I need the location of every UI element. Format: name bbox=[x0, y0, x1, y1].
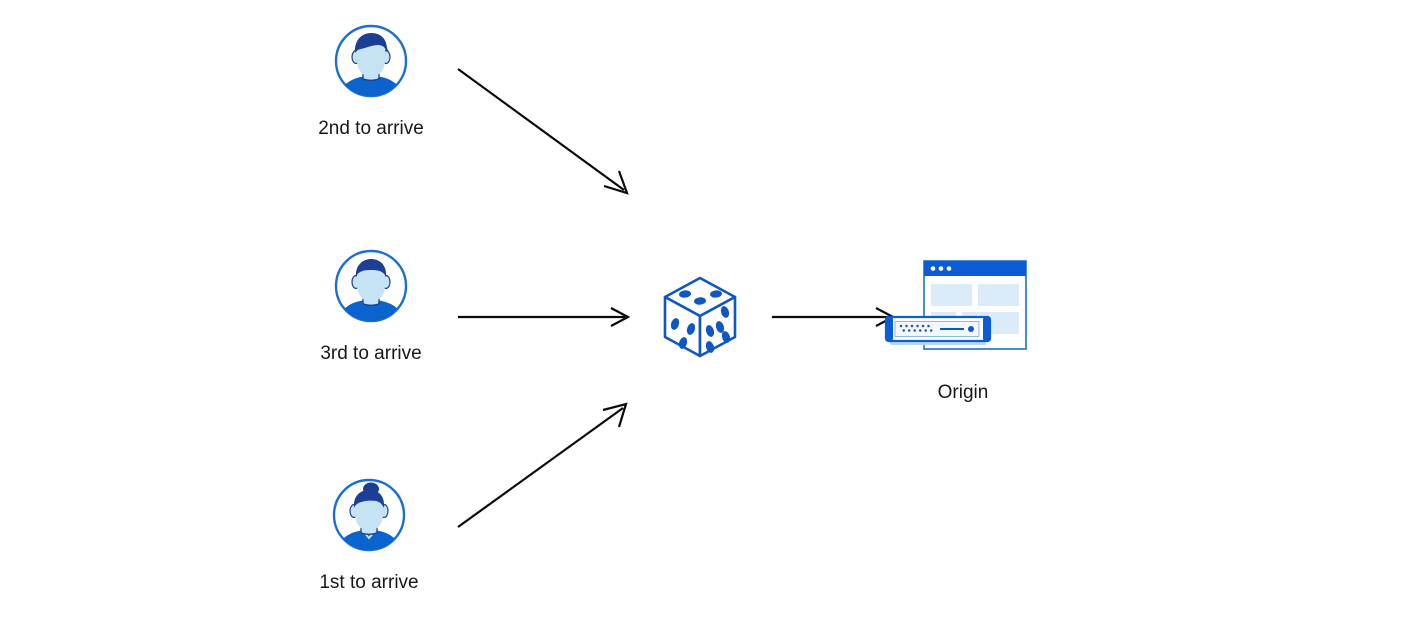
origin-server-icon bbox=[878, 255, 1048, 370]
client-label-2nd: 2nd to arrive bbox=[318, 118, 424, 139]
user-avatar-icon bbox=[330, 476, 408, 559]
origin-label: Origin bbox=[937, 382, 989, 403]
client-label-3rd: 3rd to arrive bbox=[320, 343, 422, 364]
dice-cube-icon bbox=[650, 267, 750, 372]
client-node-2nd: 2nd to arrive bbox=[271, 22, 471, 141]
origin-node: Origin bbox=[878, 255, 1048, 405]
arrow-dice-to-origin bbox=[772, 307, 896, 327]
client-node-3rd: 3rd to arrive bbox=[271, 247, 471, 366]
user-avatar-icon bbox=[332, 247, 410, 330]
client-label-1st: 1st to arrive bbox=[319, 572, 419, 593]
server-device-icon bbox=[884, 315, 992, 345]
arrow-2nd-to-dice bbox=[457, 68, 629, 195]
randomizer-node bbox=[650, 267, 750, 372]
arrow-1st-to-dice bbox=[457, 402, 628, 528]
arrow-3rd-to-dice bbox=[458, 307, 631, 327]
user-avatar-icon bbox=[332, 22, 410, 105]
client-node-1st: 1st to arrive bbox=[269, 476, 469, 595]
